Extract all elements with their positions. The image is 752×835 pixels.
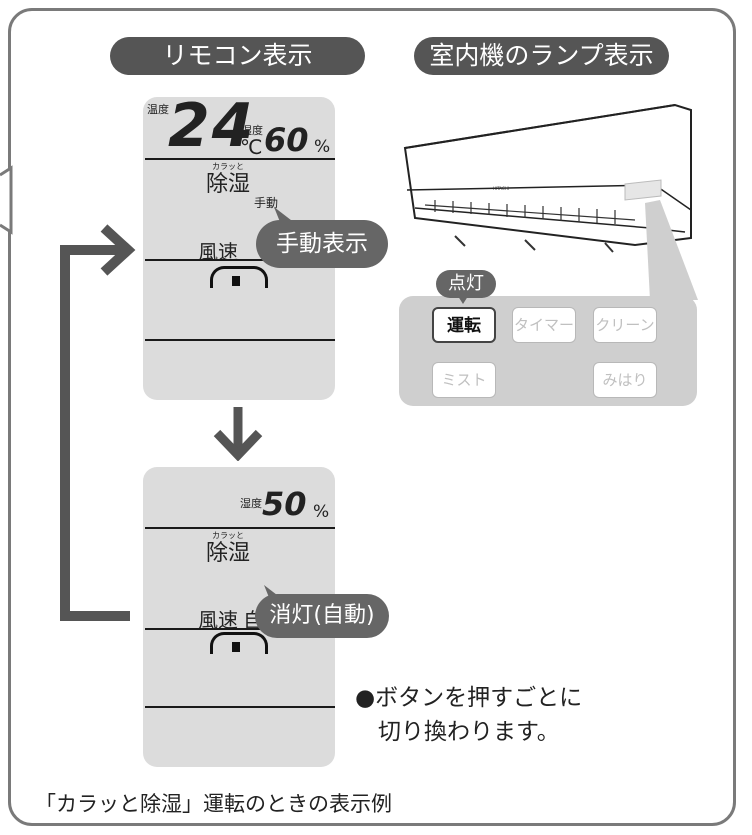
manual-display-bubble: 手動表示 bbox=[256, 220, 388, 268]
mode-ruby: カラッと bbox=[212, 531, 244, 540]
note-line-1: ●ボタンを押すごとに bbox=[355, 685, 583, 711]
return-arrow-icon bbox=[60, 224, 136, 621]
lcd-divider bbox=[145, 158, 335, 160]
fan-icon bbox=[210, 266, 268, 288]
temp-value: 24 bbox=[168, 91, 256, 161]
mode-label: 除湿 bbox=[206, 172, 251, 197]
manual-indicator: 手動 bbox=[254, 196, 279, 210]
lcd-divider bbox=[145, 339, 335, 341]
off-auto-bubble: 消灯(自動) bbox=[255, 594, 389, 638]
down-arrow-icon bbox=[213, 407, 263, 461]
svg-text:HITACHI: HITACHI bbox=[493, 186, 509, 191]
temp-label: 温度 bbox=[147, 103, 169, 116]
callout-notch bbox=[0, 165, 13, 235]
lcd-divider bbox=[145, 628, 335, 630]
hum-value: 50 bbox=[262, 485, 307, 523]
note-line-2: 切り換わります。 bbox=[378, 719, 560, 745]
lamp-clean: クリーン bbox=[593, 307, 657, 343]
hum-label: 湿度 bbox=[240, 497, 262, 510]
fan-icon bbox=[210, 632, 268, 654]
hum-unit: % bbox=[313, 502, 330, 522]
hum-value: 60 bbox=[264, 121, 309, 159]
lcd-divider bbox=[145, 527, 335, 529]
hum-label: 湿度 bbox=[241, 124, 263, 137]
lcd-divider bbox=[145, 706, 335, 708]
lamp-callout-wedge bbox=[645, 200, 698, 300]
fan-icon-foot bbox=[232, 276, 240, 286]
lamp-mist: ミスト bbox=[432, 362, 496, 398]
indoor-lamp-header: 室内機のランプ表示 bbox=[414, 37, 669, 75]
lamp-timer: タイマー bbox=[512, 307, 576, 343]
mode-label: 除湿 bbox=[206, 541, 251, 566]
mode-ruby: カラッと bbox=[212, 162, 244, 171]
hum-unit: % bbox=[314, 137, 331, 157]
caption: 「カラッと除湿」運転のときの表示例 bbox=[35, 792, 392, 816]
lamp-watch: みはり bbox=[593, 362, 657, 398]
lamp-operation: 運転 bbox=[432, 307, 496, 343]
air-conditioner-illustration: HITACHI bbox=[403, 103, 692, 253]
temp-unit: ℃ bbox=[240, 135, 263, 159]
fan-icon-foot bbox=[232, 642, 240, 652]
remote-display-header: リモコン表示 bbox=[110, 37, 365, 75]
lit-bubble: 点灯 bbox=[436, 270, 496, 298]
lcd-divider bbox=[145, 259, 335, 261]
